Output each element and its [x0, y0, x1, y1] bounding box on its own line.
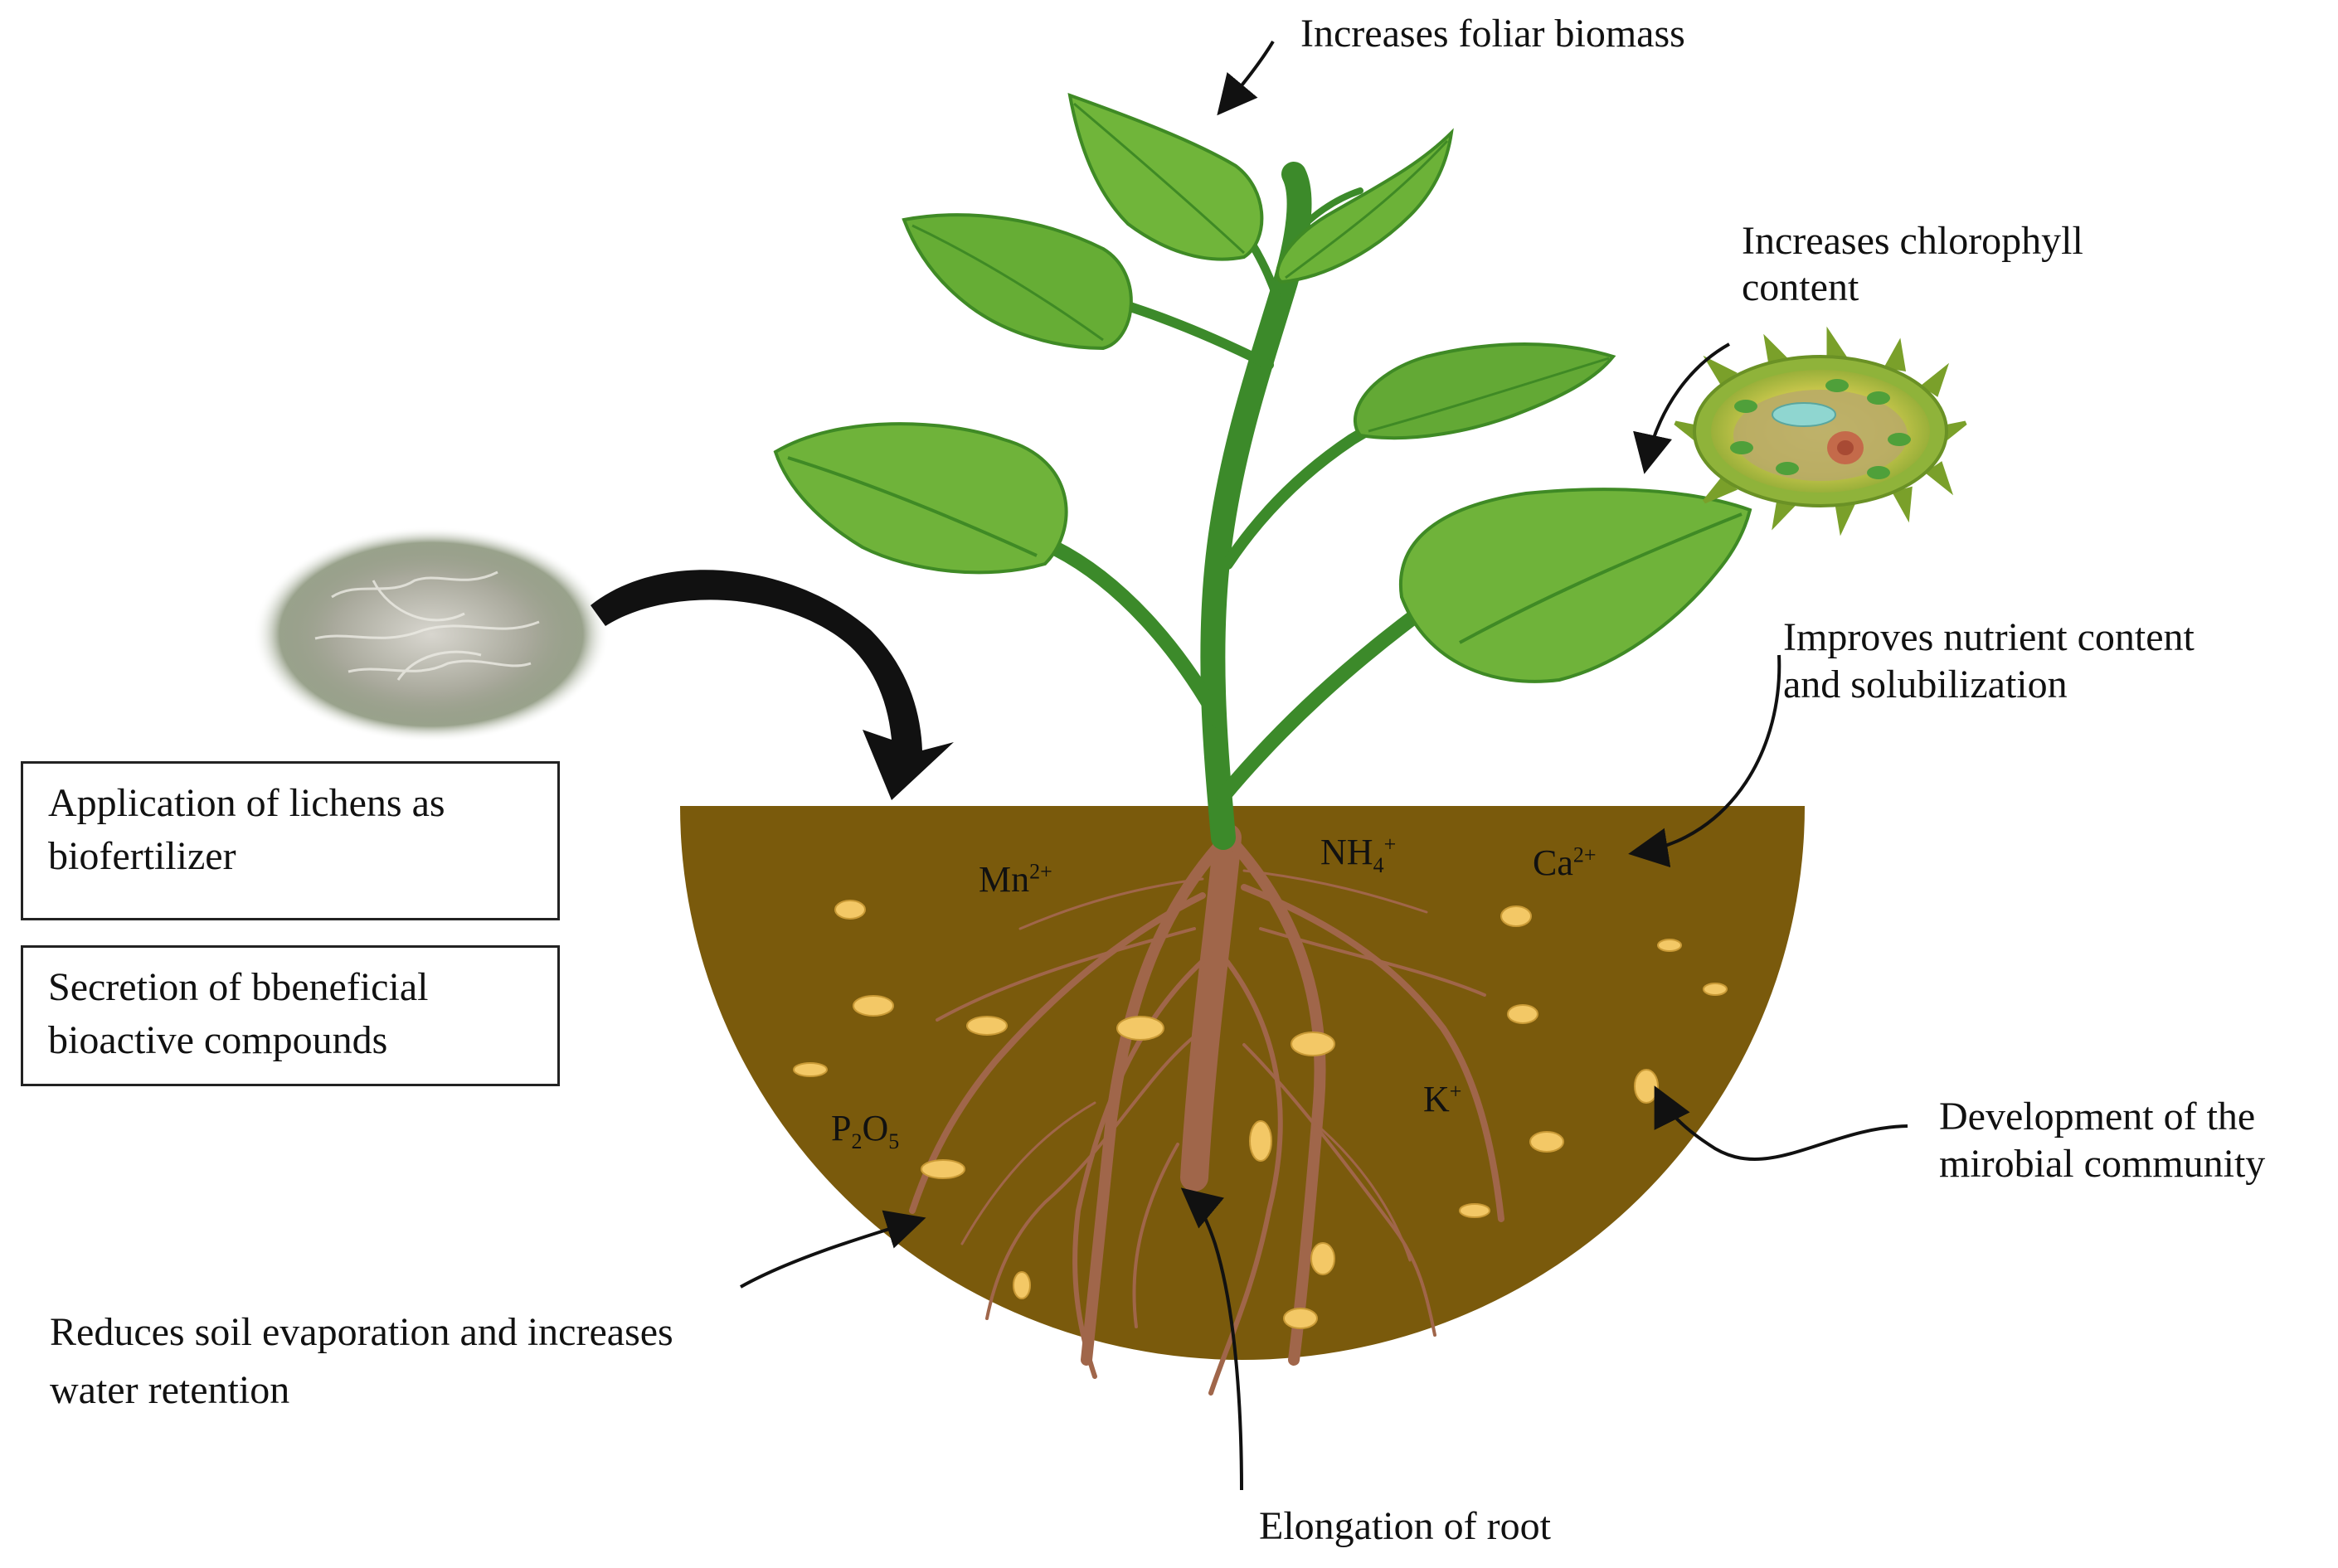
box-application-line1: Application of lichens as — [48, 781, 445, 825]
arrow-nutrient — [1628, 654, 1781, 868]
label-nutrient-line2: and solubilization — [1783, 663, 2068, 706]
arrow-microbial — [1654, 1085, 1908, 1161]
soil-granules — [793, 900, 1728, 1329]
label-evaporation-line1: Reduces soil evaporation and increases — [50, 1310, 673, 1354]
annotation-arrows — [740, 40, 1908, 1491]
arrow-evaporation — [740, 1210, 926, 1289]
soil-bowl — [680, 806, 1805, 1360]
label-foliar-biomass: Increases foliar biomass — [1300, 12, 1685, 56]
arrow-chlorophyll — [1633, 342, 1730, 474]
box-application-line2: biofertilizer — [48, 834, 236, 878]
label-microbial-line2: mirobial community — [1939, 1142, 2266, 1186]
label-root-elongation: Elongation of root — [1259, 1504, 1551, 1548]
label-chlorophyll-line1: Increases chlorophyll — [1742, 219, 2083, 263]
arrow-root — [1180, 1187, 1243, 1491]
label-evaporation-line2: water retention — [50, 1368, 290, 1412]
ion-ammonium: NH4+ — [1320, 832, 1397, 877]
compound-p2o5: P2O5 — [831, 1108, 900, 1153]
label-chlorophyll-line2: content — [1742, 265, 1859, 309]
plant-leaves — [773, 92, 1752, 683]
label-microbial-line1: Development of the — [1939, 1095, 2256, 1138]
ion-potassium: K+ — [1423, 1079, 1462, 1119]
ion-calcium: Ca2+ — [1533, 842, 1597, 883]
arrow-foliar — [1217, 40, 1275, 116]
box-secretion-line2: bioactive compounds — [48, 1018, 388, 1062]
root-system — [909, 823, 1504, 1396]
box-secretion-line1: Secretion of bbeneficial — [48, 965, 429, 1009]
lichen-image — [253, 527, 610, 742]
application-arrow — [591, 570, 954, 800]
box-secretion: Secretion of bbeneficial bioactive compo… — [21, 945, 560, 1086]
lichen-texture — [314, 570, 540, 681]
box-application: Application of lichens as biofertilizer — [21, 761, 560, 920]
ion-manganese: Mn2+ — [979, 859, 1052, 900]
plant-cell — [1674, 326, 1967, 536]
label-nutrient-line1: Improves nutrient content — [1783, 615, 2195, 659]
